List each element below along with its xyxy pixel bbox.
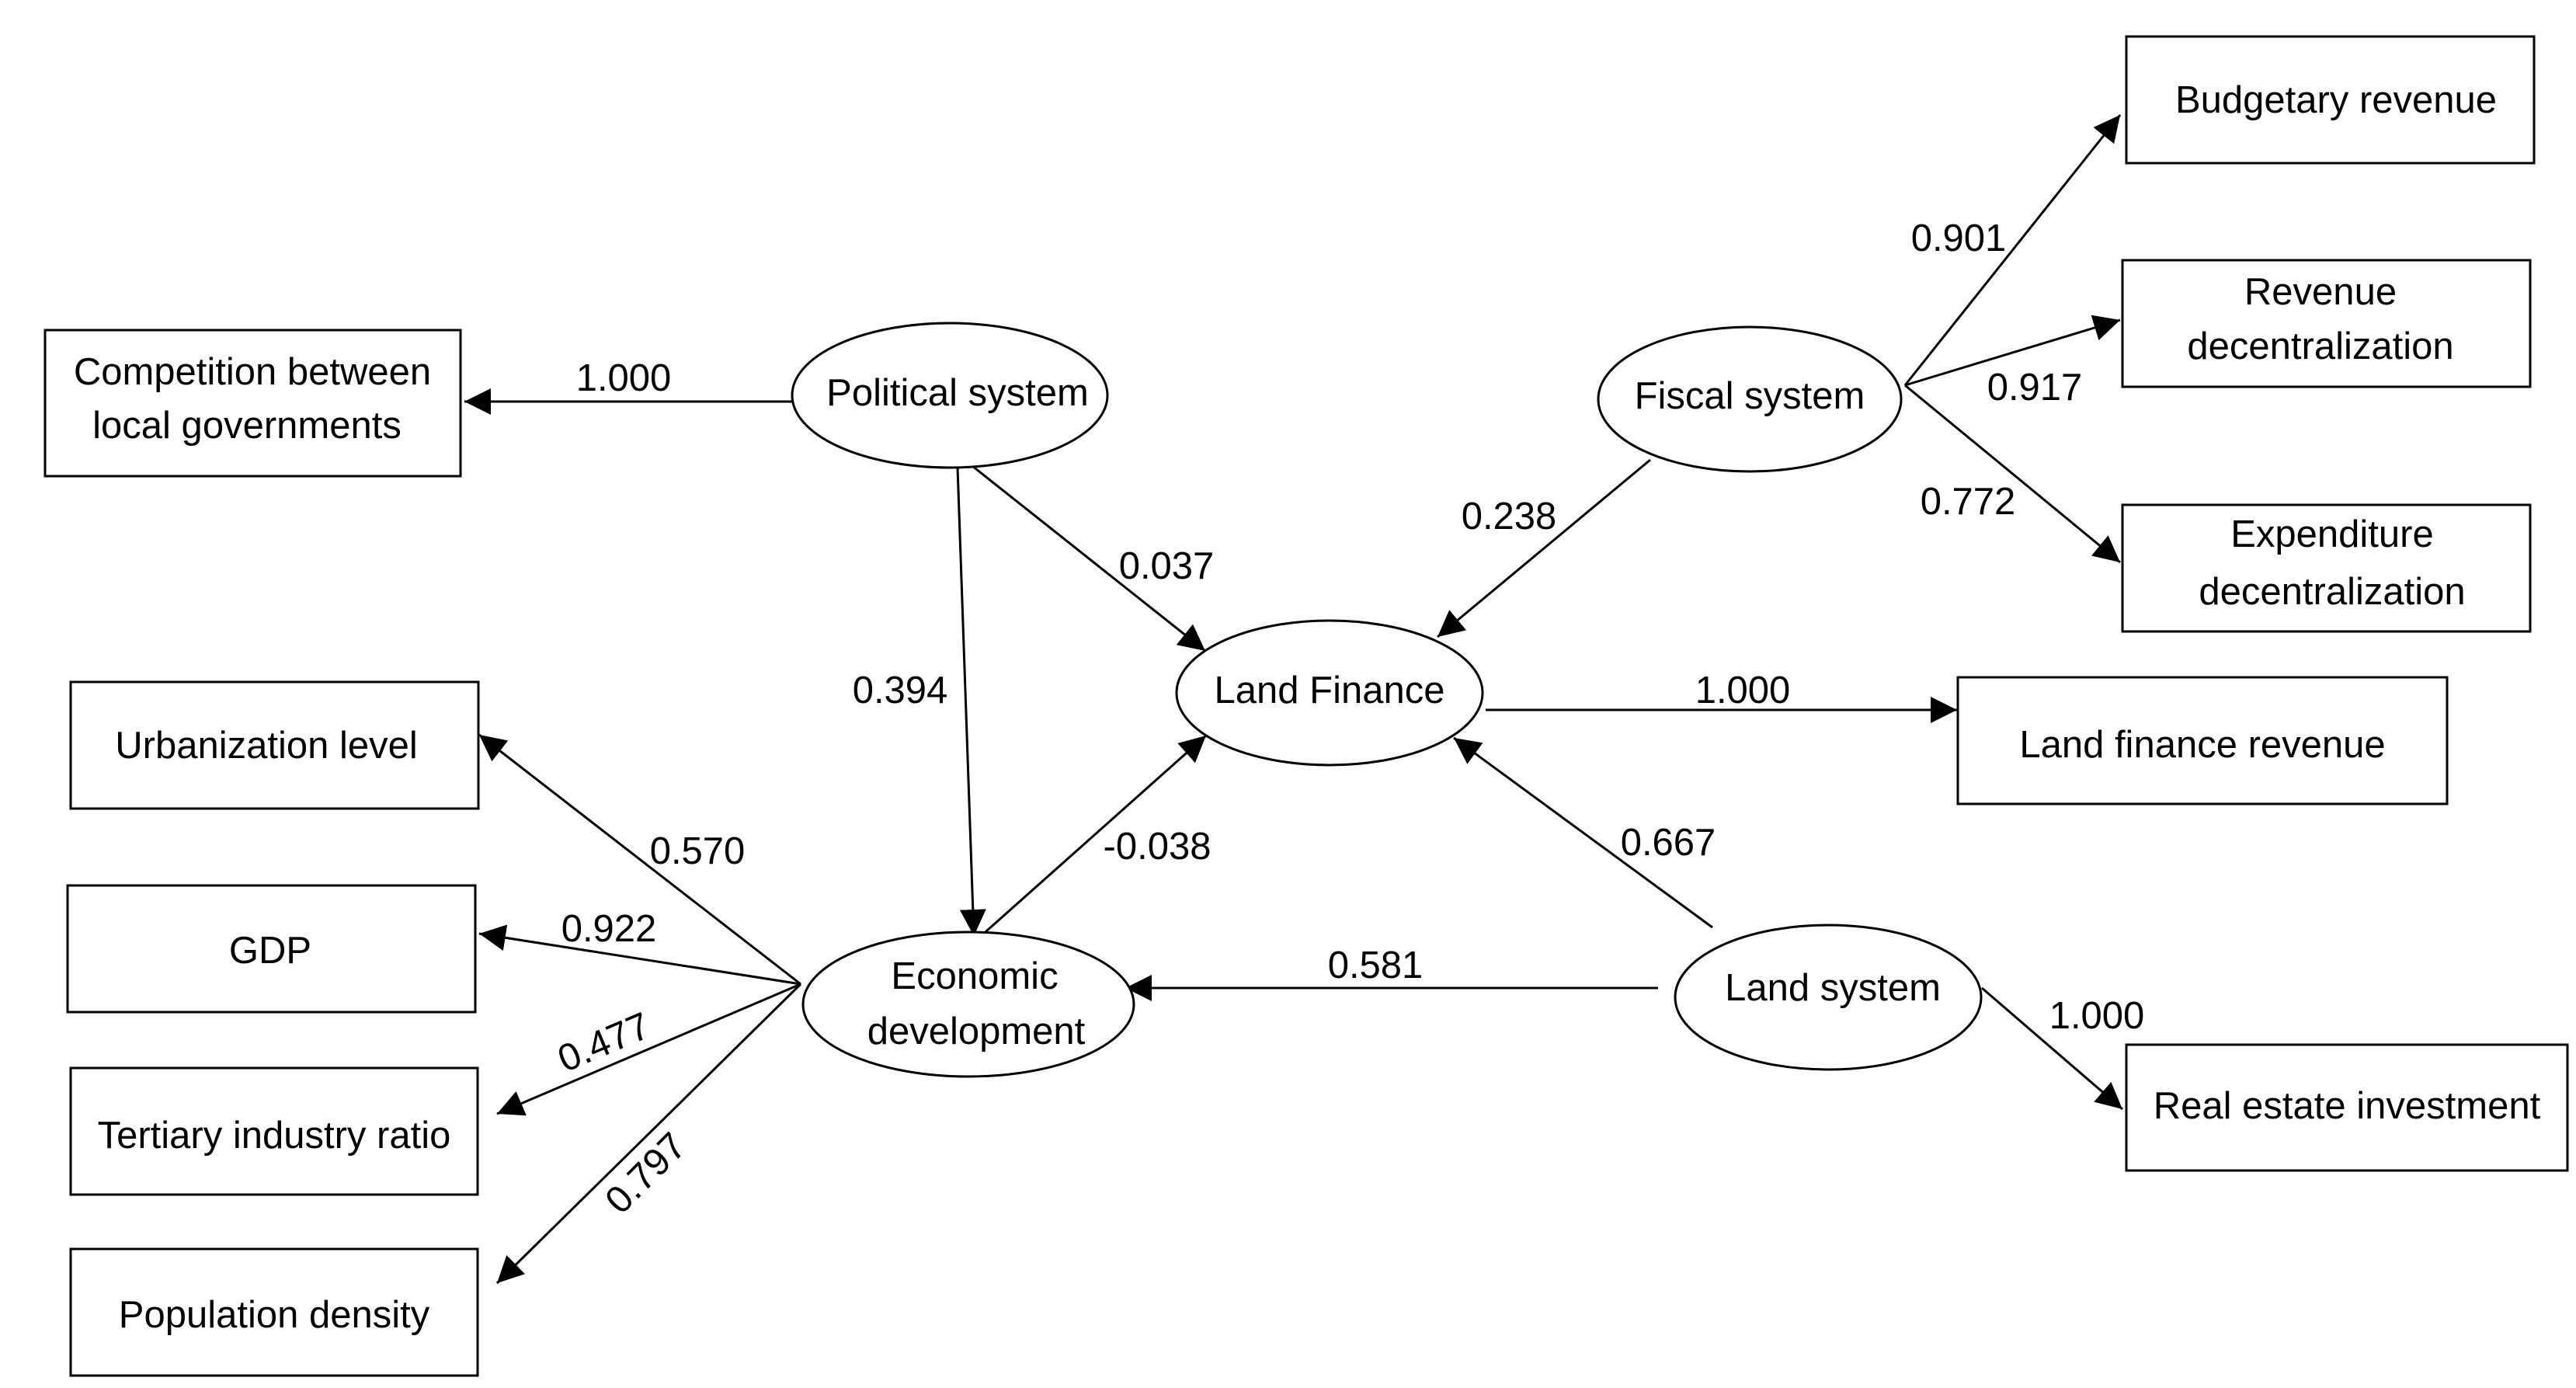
coef-political-land-finance: 0.037 (1119, 545, 1215, 587)
indicator-label: Population density (119, 1294, 430, 1336)
indicator-box (2125, 35, 2536, 165)
latent-economic-development: Economic development (801, 931, 1135, 1078)
indicator-label: Real estate investment (2154, 1085, 2541, 1127)
latent-label-line-1: Economic (891, 955, 1058, 997)
indicator-box (69, 680, 480, 810)
latent-ellipse (1597, 325, 1903, 473)
path-economic-to-urbanization (478, 733, 801, 986)
coef-land-finance-revenue: 1.000 (1695, 670, 1791, 711)
indicator-label: Budgetary revenue (2175, 79, 2497, 121)
indicator-competition-between-local-governments: Competition between local governments (43, 329, 462, 478)
indicator-revenue-decentralization: Revenue decentralization (2121, 259, 2532, 388)
path-economic-to-tertiary (496, 983, 801, 1116)
indicator-urbanization-level: Urbanization level (69, 680, 480, 810)
indicator-box (2125, 1043, 2569, 1172)
path-fiscal-to-revenue-decentralization (1904, 315, 2121, 387)
indicator-box (43, 329, 462, 478)
latent-label: Land system (1725, 967, 1941, 1009)
indicator-budgetary-revenue: Budgetary revenue (2125, 35, 2536, 165)
indicator-label: GDP (229, 930, 311, 972)
indicator-population-density: Population density (69, 1247, 479, 1377)
indicator-label: Land finance revenue (2019, 724, 2385, 766)
indicator-label-line-2: local governments (92, 405, 402, 447)
latent-label: Land Finance (1215, 670, 1445, 711)
path-economic-to-population (495, 983, 802, 1285)
indicator-box (1956, 676, 2449, 805)
coef-fiscal-land-finance: 0.238 (1462, 496, 1557, 537)
indicator-box (66, 884, 477, 1014)
path-political-to-land-finance (972, 464, 1206, 652)
indicator-real-estate-investment: Real estate investment (2125, 1043, 2569, 1172)
latent-fiscal-system: Fiscal system (1597, 325, 1903, 473)
coef-land-system-economic: 0.581 (1328, 944, 1424, 986)
latent-ellipse (1175, 619, 1484, 767)
indicator-gdp: GDP (66, 884, 477, 1014)
coef-fiscal-expenditure: 0.772 (1921, 481, 2016, 523)
indicator-label: Urbanization level (115, 725, 418, 767)
path-land-system-to-real-estate (1981, 986, 2123, 1111)
path-fiscal-to-expenditure-decentralization (1904, 384, 2121, 564)
indicator-box (2121, 503, 2532, 633)
indicator-expenditure-decentralization: Expenditure decentralization (2121, 503, 2532, 633)
coef-political-economic: 0.394 (853, 670, 948, 711)
latent-label: Political system (826, 372, 1089, 414)
path-fiscal-to-budgetary (1903, 114, 2122, 386)
path-economic-to-gdp (478, 924, 801, 986)
coef-economic-population: 0.797 (597, 1125, 694, 1222)
indicator-box (69, 1247, 479, 1377)
latent-land-system: Land system (1674, 924, 1983, 1071)
coef-economic-land-finance: -0.038 (1104, 826, 1212, 868)
path-fiscal-to-land-finance (1437, 458, 1651, 638)
coef-fiscal-revenue: 0.917 (1987, 367, 2083, 409)
indicator-label-line-1: Expenditure (2230, 513, 2434, 555)
path-economic-to-land-finance (979, 734, 1207, 938)
latent-ellipse (791, 322, 1109, 469)
indicator-label: Tertiary industry ratio (98, 1115, 451, 1157)
indicator-tertiary-industry-ratio: Tertiary industry ratio (69, 1066, 479, 1196)
coef-land-system-real-estate: 1.000 (2049, 995, 2145, 1037)
indicator-label-line-2: decentralization (2187, 325, 2453, 367)
coef-political-competition: 1.000 (576, 357, 672, 399)
indicator-box (69, 1066, 479, 1196)
coef-fiscal-budgetary: 0.901 (1911, 217, 2007, 259)
latent-label-line-2: development (867, 1011, 1086, 1052)
latent-ellipse (801, 931, 1135, 1078)
latent-label: Fiscal system (1635, 375, 1865, 417)
indicator-box (2121, 259, 2532, 388)
indicator-land-finance-revenue: Land finance revenue (1956, 676, 2449, 805)
latent-land-finance: Land Finance (1175, 619, 1484, 767)
coef-economic-urbanization: 0.570 (650, 830, 746, 872)
path-land-system-to-land-finance (1453, 736, 1713, 929)
path-political-to-economic (956, 467, 986, 937)
latent-ellipse (1674, 924, 1983, 1071)
coef-land-system-land-finance: 0.667 (1621, 822, 1716, 864)
indicator-label-line-2: decentralization (2199, 571, 2465, 613)
indicator-label-line-1: Revenue (2244, 271, 2397, 313)
indicator-label-line-1: Competition between (74, 351, 431, 393)
latent-political-system: Political system (791, 322, 1109, 469)
coef-economic-gdp: 0.922 (561, 908, 657, 950)
